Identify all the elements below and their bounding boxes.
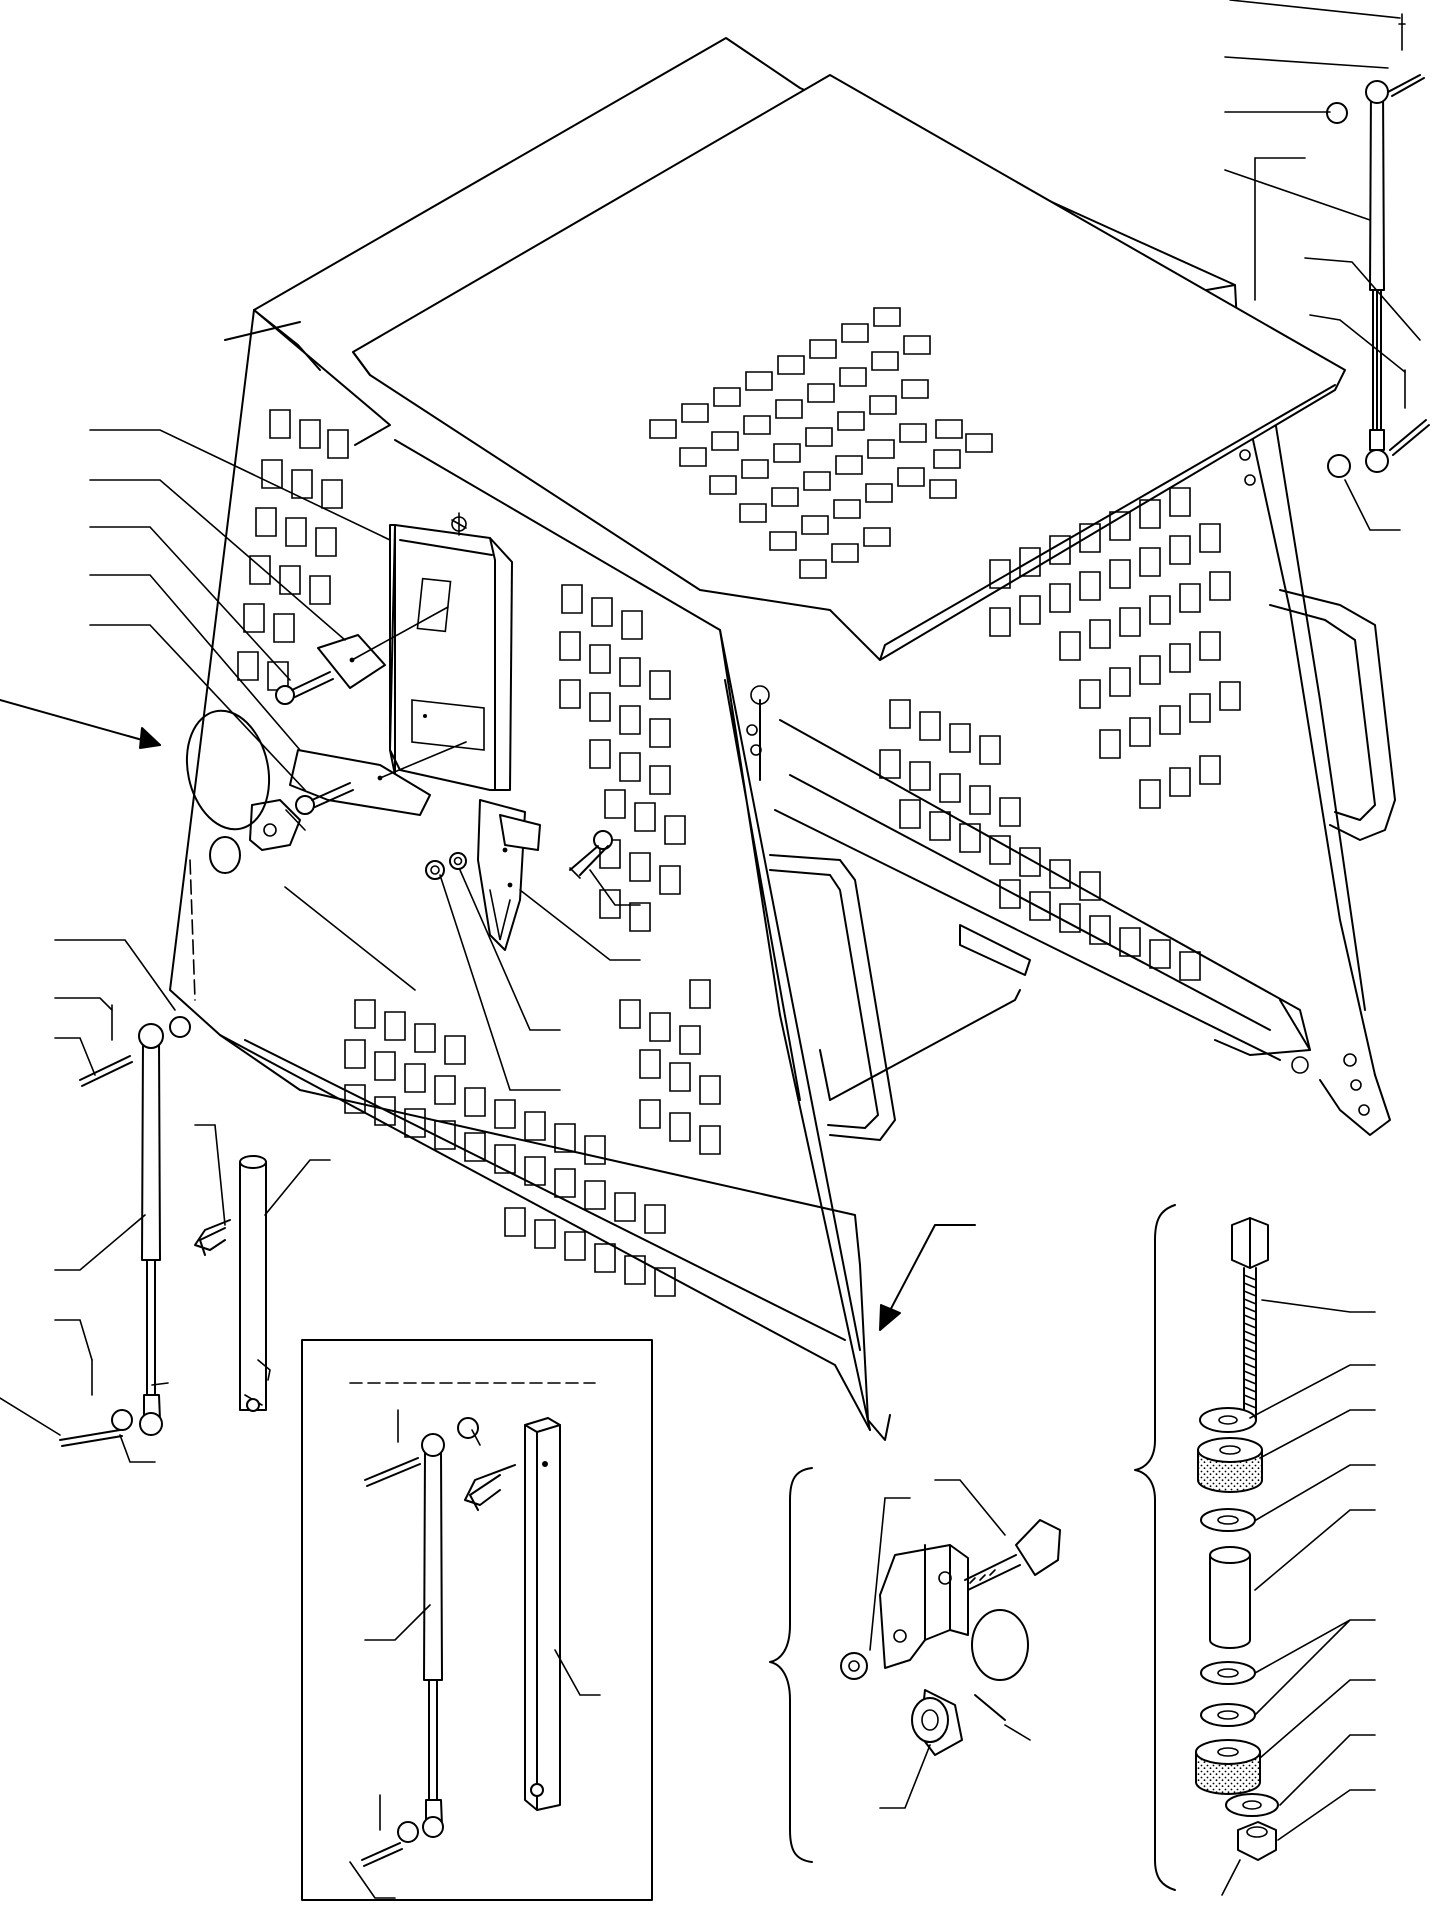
view-arrow-left <box>0 699 161 746</box>
screw-upper <box>275 671 334 705</box>
inset-panel <box>301 1339 653 1901</box>
cab-right-rear-frame <box>1234 284 1391 1136</box>
cab-left-side-panel <box>169 309 891 1441</box>
left-side-grille <box>237 409 349 691</box>
document-holder <box>389 512 513 791</box>
cab-assembly <box>169 37 1396 1441</box>
center-panel-grille <box>559 584 721 1155</box>
rear-grab-handle <box>1269 589 1396 841</box>
gas-spring-upper-right <box>1326 13 1430 478</box>
latch-bracket <box>477 799 541 951</box>
cab-front-pillar <box>719 629 871 1431</box>
side-round-opening <box>185 709 271 831</box>
latch-bolt <box>569 830 613 879</box>
roof-grille <box>649 307 993 579</box>
latch-nut-and-washer <box>425 852 467 880</box>
screw-lower <box>295 782 354 815</box>
lower-left-grille <box>344 999 676 1297</box>
right-side-grille <box>879 487 1241 981</box>
view-arrow-front <box>884 1224 976 1321</box>
front-grab-handle <box>769 854 896 1141</box>
hairpin-clip <box>194 1219 231 1256</box>
gas-spring-left <box>59 1004 191 1447</box>
mount-bracket-detail <box>769 1467 1061 1863</box>
support-rod <box>239 1155 271 1412</box>
leader-lines <box>0 0 1421 1899</box>
isolator-mount-detail <box>1134 1204 1279 1891</box>
decal-lower <box>289 749 431 816</box>
frame-holes <box>746 449 1370 1116</box>
